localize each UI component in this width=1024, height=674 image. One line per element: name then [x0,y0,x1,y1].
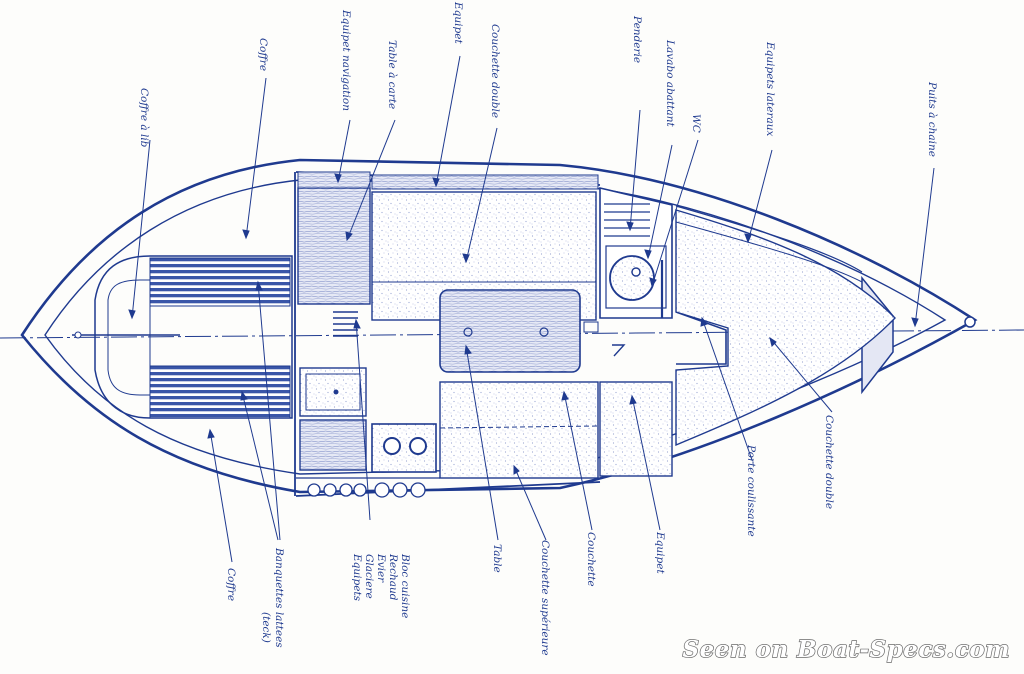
label-penderie: Penderie [631,15,643,63]
label-couchette-double: Couchette double [489,24,501,118]
banquette-port [149,257,291,307]
label-bloc-cuisine: Bloc cuisine [399,553,411,618]
banquette-starboard [149,365,291,419]
bottom-label-group: Coffre Banquettes lattees (teck) Bloc cu… [225,415,835,656]
label-couchette: Couchette [585,532,597,587]
stove [371,423,437,473]
label-equipet-bottom: Equipet [654,531,666,574]
label-table-a-carte: Table à carte [386,40,398,109]
label-wc: WC [690,114,702,133]
label-glaciere: Glaciere [363,554,375,599]
label-table: Table [491,544,503,573]
wc-bowl [609,255,655,301]
icebox [299,419,367,471]
saloon-table [439,289,581,373]
sink [299,367,367,417]
deck-outline [44,179,947,475]
label-evier: Evier [375,553,387,583]
watermark-text: Seen on Boat-Specs.com [683,636,1011,663]
couchette-starboard [439,381,599,479]
label-rechaud: Rechaud [387,553,399,601]
label-banquettes-teck: (teck) [260,612,272,643]
equipet-starboard [599,381,673,477]
chart-table [297,187,371,305]
label-lavabo-abattant: Lavabo abattant [664,39,676,128]
label-puits-a-chaine: Puits à chaine [926,81,938,157]
label-couchette-superieure: Couchette supérieure [539,540,551,656]
top-label-group: Coffre à lib Coffre Equipet navigation T… [138,1,938,157]
label-equipets-lateraux: Equipets lateraux [764,41,776,136]
label-equipets: Equipets [351,553,363,602]
label-porte-coulissante: Porte coulissante [745,444,757,537]
cockpit-outline [94,255,293,419]
forepeak-berth [675,209,896,447]
label-coffre-bottom: Coffre [225,568,237,601]
label-equipet-navigation: Equipet navigation [340,9,352,111]
label-couchette-double-bottom: Couchette double [823,415,835,509]
label-coffre-a-lib: Coffre à lib [138,88,150,148]
label-coffre: Coffre [257,38,269,71]
label-equipet: Equipet [452,1,464,44]
label-banquettes: Banquettes lattees [273,547,285,648]
